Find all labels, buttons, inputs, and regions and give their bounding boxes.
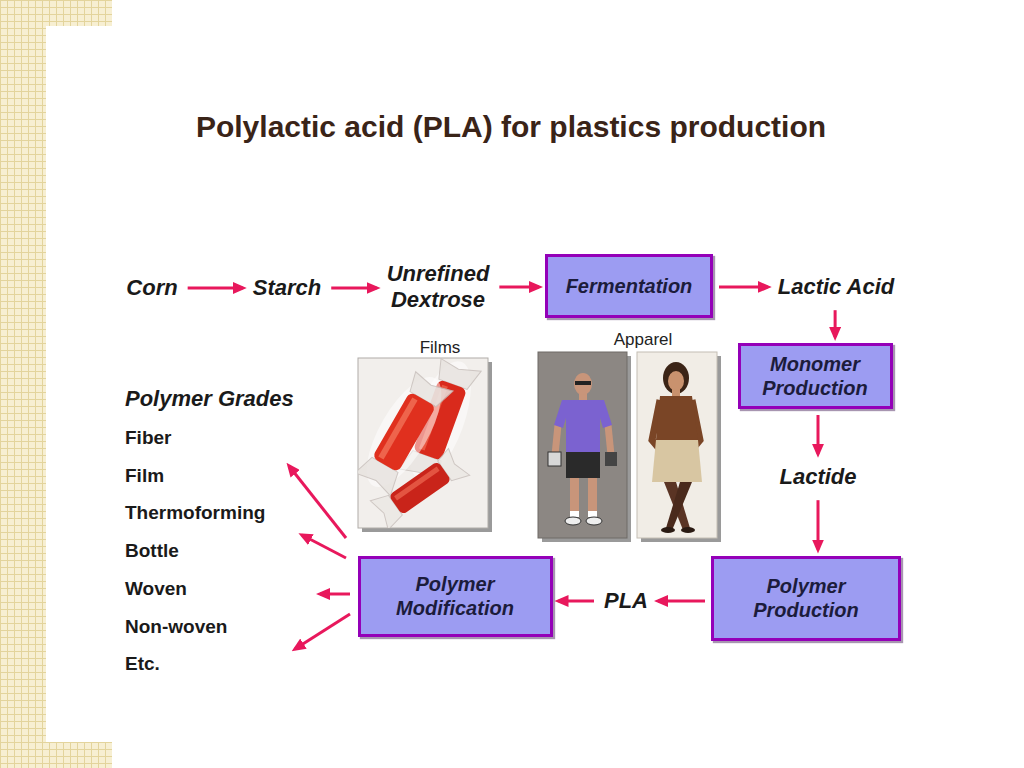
apparel-photo-man xyxy=(605,452,617,466)
apparel-photo-woman xyxy=(652,440,702,482)
apparel-photo-man xyxy=(555,425,558,455)
apparel-photo-man xyxy=(565,517,581,525)
page-border xyxy=(0,0,112,26)
apparel-photo-woman xyxy=(681,527,695,533)
apparel-photo-woman xyxy=(661,527,675,533)
box-label: Monomer Production xyxy=(751,352,880,400)
flow-arrow xyxy=(817,500,820,549)
grade-arrows xyxy=(320,593,350,596)
flow-arrow xyxy=(559,599,595,602)
grade-item: Fiber xyxy=(125,427,171,450)
flow-term: Lactide xyxy=(779,464,856,490)
flow-arrow xyxy=(658,599,705,602)
apparel-photo-man xyxy=(566,452,600,478)
apparel-photo-woman xyxy=(666,482,692,528)
flow-arrow xyxy=(499,286,539,289)
films-photo xyxy=(369,446,470,528)
films-photo xyxy=(358,358,484,528)
films-photo xyxy=(372,392,436,473)
process-box: Fermentation xyxy=(545,254,713,318)
box-label: Fermentation xyxy=(566,274,693,298)
apparel-photo-man xyxy=(588,478,597,514)
process-box: Polymer Modification xyxy=(358,556,553,637)
term-label: Lactic Acid xyxy=(778,274,895,300)
grade-arrows xyxy=(289,466,350,649)
grade-arrows xyxy=(295,614,350,649)
apparel-photo-woman xyxy=(637,352,717,538)
flow-arrow xyxy=(817,415,820,454)
apparel-photo-woman xyxy=(656,396,698,440)
apparel-photo-man xyxy=(608,425,611,455)
apparel-photo-man xyxy=(586,517,602,525)
apparel-photo-woman xyxy=(637,352,721,542)
grade-item: Woven xyxy=(125,578,187,601)
term-label: Unrefined Dextrose xyxy=(387,261,490,314)
grade-item: Etc. xyxy=(125,653,160,676)
process-box: Monomer Production xyxy=(738,343,893,409)
box-label: Polymer Production xyxy=(724,574,888,622)
diagram-title: Polylactic acid (PLA) for plastics produ… xyxy=(0,109,1022,145)
apparel-photo-man xyxy=(588,511,597,517)
apparel-photo-man xyxy=(554,400,612,452)
apparel-photo-man xyxy=(538,352,631,542)
apparel-photo-man xyxy=(538,352,627,538)
flow-term: PLA xyxy=(604,588,648,614)
grade-item: Non-woven xyxy=(125,616,227,639)
grade-item: Bottle xyxy=(125,540,179,563)
apparel-photo-man xyxy=(570,478,579,514)
flow-arrow xyxy=(834,310,837,337)
photo-caption: Films xyxy=(420,338,461,358)
term-label: PLA xyxy=(604,588,648,614)
flow-term: Lactic Acid xyxy=(778,274,895,300)
films-photo xyxy=(389,461,452,515)
apparel-photo-man xyxy=(575,381,591,385)
grade-item: Thermoforming xyxy=(125,502,265,525)
page-border xyxy=(0,742,112,768)
page-border xyxy=(0,0,46,768)
films-photo xyxy=(352,354,492,532)
list-heading: Polymer Grades xyxy=(125,386,294,412)
photo-caption: Apparel xyxy=(614,330,673,350)
flow-term: Unrefined Dextrose xyxy=(387,261,490,314)
grade-arrows xyxy=(302,535,346,558)
films-photo xyxy=(378,398,417,460)
term-label: Corn xyxy=(126,275,177,301)
apparel-photo-man xyxy=(570,511,579,517)
flow-arrow xyxy=(331,286,376,289)
process-box: Polymer Production xyxy=(711,556,901,641)
apparel-photo-man xyxy=(574,373,592,395)
apparel-photo-man xyxy=(548,452,561,466)
box-label: Polymer Modification xyxy=(371,572,540,620)
term-label: Lactide xyxy=(779,464,856,490)
apparel-photo-woman xyxy=(663,362,689,394)
grade-item: Film xyxy=(125,465,164,488)
flow-arrow xyxy=(719,285,768,288)
flow-term: Corn xyxy=(126,275,177,301)
term-label: Starch xyxy=(253,275,321,301)
flow-arrow xyxy=(188,286,243,289)
films-photo xyxy=(394,467,439,501)
grade-arrows xyxy=(289,466,346,538)
apparel-photo-woman xyxy=(668,371,684,391)
flow-term: Starch xyxy=(253,275,321,301)
